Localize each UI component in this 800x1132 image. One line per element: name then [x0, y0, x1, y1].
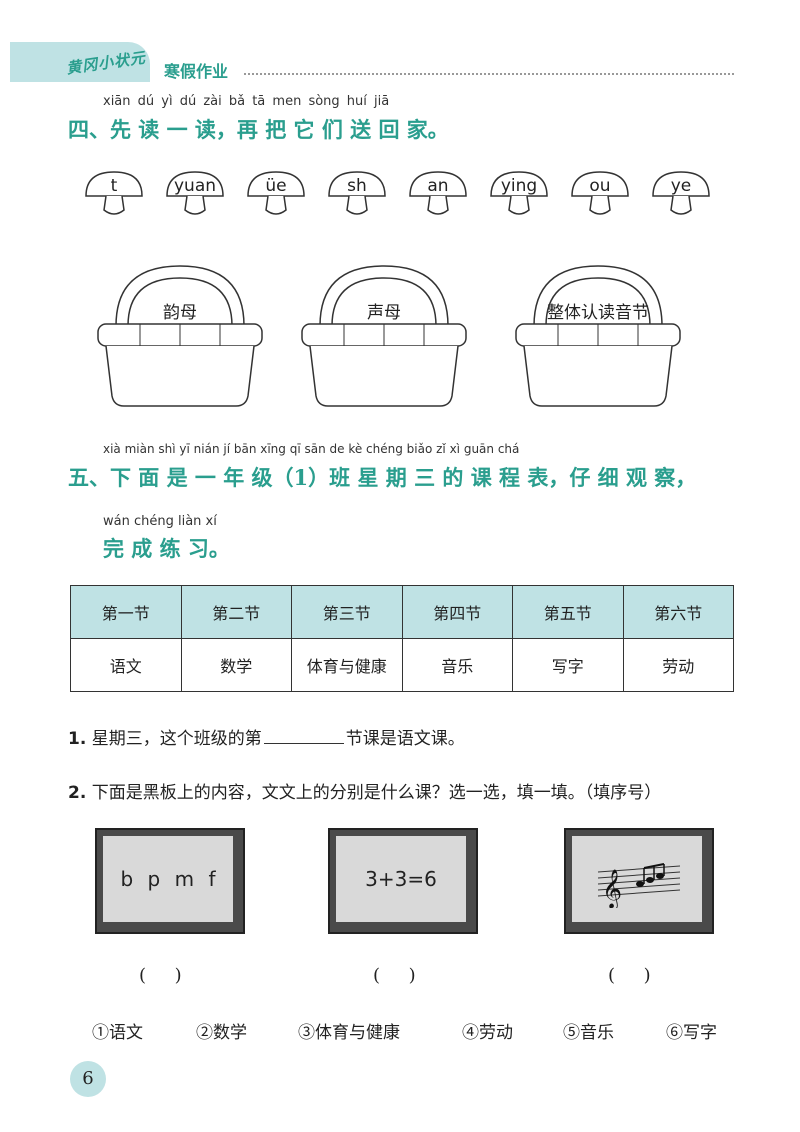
- table-cell: 写字: [512, 638, 624, 692]
- answer-paren-2[interactable]: ( ): [373, 965, 416, 986]
- table-cell: 音乐: [401, 638, 513, 692]
- mushroom-syllable: ye: [670, 176, 692, 196]
- header-tab: [10, 42, 150, 82]
- table-cell: 数学: [180, 638, 292, 692]
- question-2-text: 下面是黑板上的内容，文文上的分别是什么课？选一选，填一填。（填序号）: [91, 783, 662, 803]
- table-cell: 劳动: [622, 638, 734, 692]
- blackboard-face: [103, 836, 233, 922]
- section5-heading-line2: 完 成 练 习。: [103, 536, 230, 561]
- header-title: 寒假作业: [164, 62, 229, 81]
- basket-label: 声母: [367, 303, 401, 323]
- mushroom-card[interactable]: ou: [568, 170, 632, 220]
- option-item: ⑤音乐: [563, 1023, 614, 1043]
- basket-icon: [515, 265, 681, 407]
- mushroom-icon: [409, 171, 467, 215]
- basket-label: 整体认读音节: [547, 303, 649, 323]
- mushroom-icon: [571, 171, 629, 215]
- table-header-cell: 第二节: [180, 585, 292, 639]
- basket-initials[interactable]: 声母: [298, 262, 470, 412]
- mushroom-icon: [328, 171, 386, 215]
- option-item: ②数学: [196, 1023, 247, 1043]
- mushroom-card[interactable]: yuan: [163, 170, 227, 220]
- table-header-cell: 第五节: [512, 585, 624, 639]
- section5-pinyin-line2: wán chéng liàn xí: [103, 514, 217, 529]
- section5-pinyin-line1: xià miàn shì yī nián jí bān xīng qī sān …: [103, 442, 520, 456]
- basket-icon: [97, 265, 263, 407]
- basket-label: 韵母: [163, 303, 197, 323]
- mushroom-card[interactable]: an: [406, 170, 470, 220]
- blackboard-face: [572, 836, 702, 922]
- answer-blank[interactable]: [263, 743, 344, 744]
- option-item: ⑥写字: [666, 1023, 717, 1043]
- section4-pinyin: xiān dú yì dú zài bǎ tā men sòng huí jiā: [103, 94, 390, 109]
- page-number: 6: [70, 1061, 106, 1097]
- mushroom-card[interactable]: ying: [487, 170, 551, 220]
- mushroom-syllable: t: [110, 176, 118, 196]
- section4-heading: 四、先 读 一 读，再 把 它 们 送 回 家。: [68, 117, 449, 142]
- mushroom-icon: [166, 171, 224, 215]
- blackboard-content: 3+3=6: [365, 867, 437, 891]
- basket-icon: [301, 265, 467, 407]
- mushroom-syllable: üe: [265, 176, 287, 196]
- basket-finals[interactable]: 韵母: [94, 262, 266, 412]
- mushroom-card[interactable]: üe: [244, 170, 308, 220]
- blackboard-letters: b p m f: [95, 828, 245, 934]
- treble-clef-icon: 𝄞: [602, 869, 622, 908]
- table-cell: 体育与健康: [291, 638, 403, 692]
- table-cell: 语文: [70, 638, 182, 692]
- schedule-table: 第一节 第二节 第三节 第四节 第五节 第六节 语文 数学 体育与健康 音乐 写…: [70, 585, 734, 692]
- answer-paren-3[interactable]: ( ): [608, 965, 651, 986]
- table-header-row: 第一节 第二节 第三节 第四节 第五节 第六节: [70, 585, 734, 639]
- mushroom-syllable: ou: [589, 176, 611, 196]
- question-1-text-before: 星期三，这个班级的第: [91, 729, 262, 749]
- mushroom-card[interactable]: sh: [325, 170, 389, 220]
- mushroom-card[interactable]: t: [82, 170, 146, 220]
- mushroom-icon: [85, 171, 143, 215]
- mushroom-syllable: sh: [347, 176, 367, 196]
- blackboard-face: [336, 836, 466, 922]
- question-1: 1. 星期三，这个班级的第 节课是语文课。: [68, 724, 465, 749]
- answer-paren-1[interactable]: ( ): [139, 965, 182, 986]
- blackboard-math: 3+3=6: [328, 828, 478, 934]
- blackboard-music: 𝄞: [564, 828, 714, 934]
- mushroom-icon: [490, 171, 548, 215]
- blackboard-content: b p m f: [120, 867, 216, 891]
- table-row: 语文 数学 体育与健康 音乐 写字 劳动: [70, 638, 734, 692]
- mushroom-syllable: yuan: [173, 176, 217, 196]
- question-number: 2.: [68, 783, 87, 803]
- table-header-cell: 第三节: [291, 585, 403, 639]
- question-2: 2. 下面是黑板上的内容，文文上的分别是什么课？选一选，填一填。（填序号）: [68, 778, 661, 803]
- table-header-cell: 第六节: [622, 585, 734, 639]
- mushroom-icon: [247, 171, 305, 215]
- mushroom-syllable: an: [427, 176, 449, 196]
- mushroom-icon: [652, 171, 710, 215]
- mushroom-syllable: ying: [500, 176, 538, 196]
- basket-whole-syllables[interactable]: 整体认读音节: [512, 262, 684, 412]
- option-item: ①语文: [92, 1023, 143, 1043]
- mushroom-card[interactable]: ye: [649, 170, 713, 220]
- header-dotted-rule: [244, 73, 734, 75]
- option-item: ④劳动: [462, 1023, 513, 1043]
- table-header-cell: 第四节: [401, 585, 513, 639]
- music-staff-icon: 𝄞: [597, 863, 681, 908]
- question-number: 1.: [68, 729, 87, 749]
- table-header-cell: 第一节: [70, 585, 182, 639]
- question-1-text-after: 节课是语文课。: [345, 729, 465, 749]
- option-item: ③体育与健康: [298, 1023, 400, 1043]
- section5-heading-line1: 五、下 面 是 一 年 级（1）班 星 期 三 的 课 程 表，仔 细 观 察，: [68, 465, 697, 490]
